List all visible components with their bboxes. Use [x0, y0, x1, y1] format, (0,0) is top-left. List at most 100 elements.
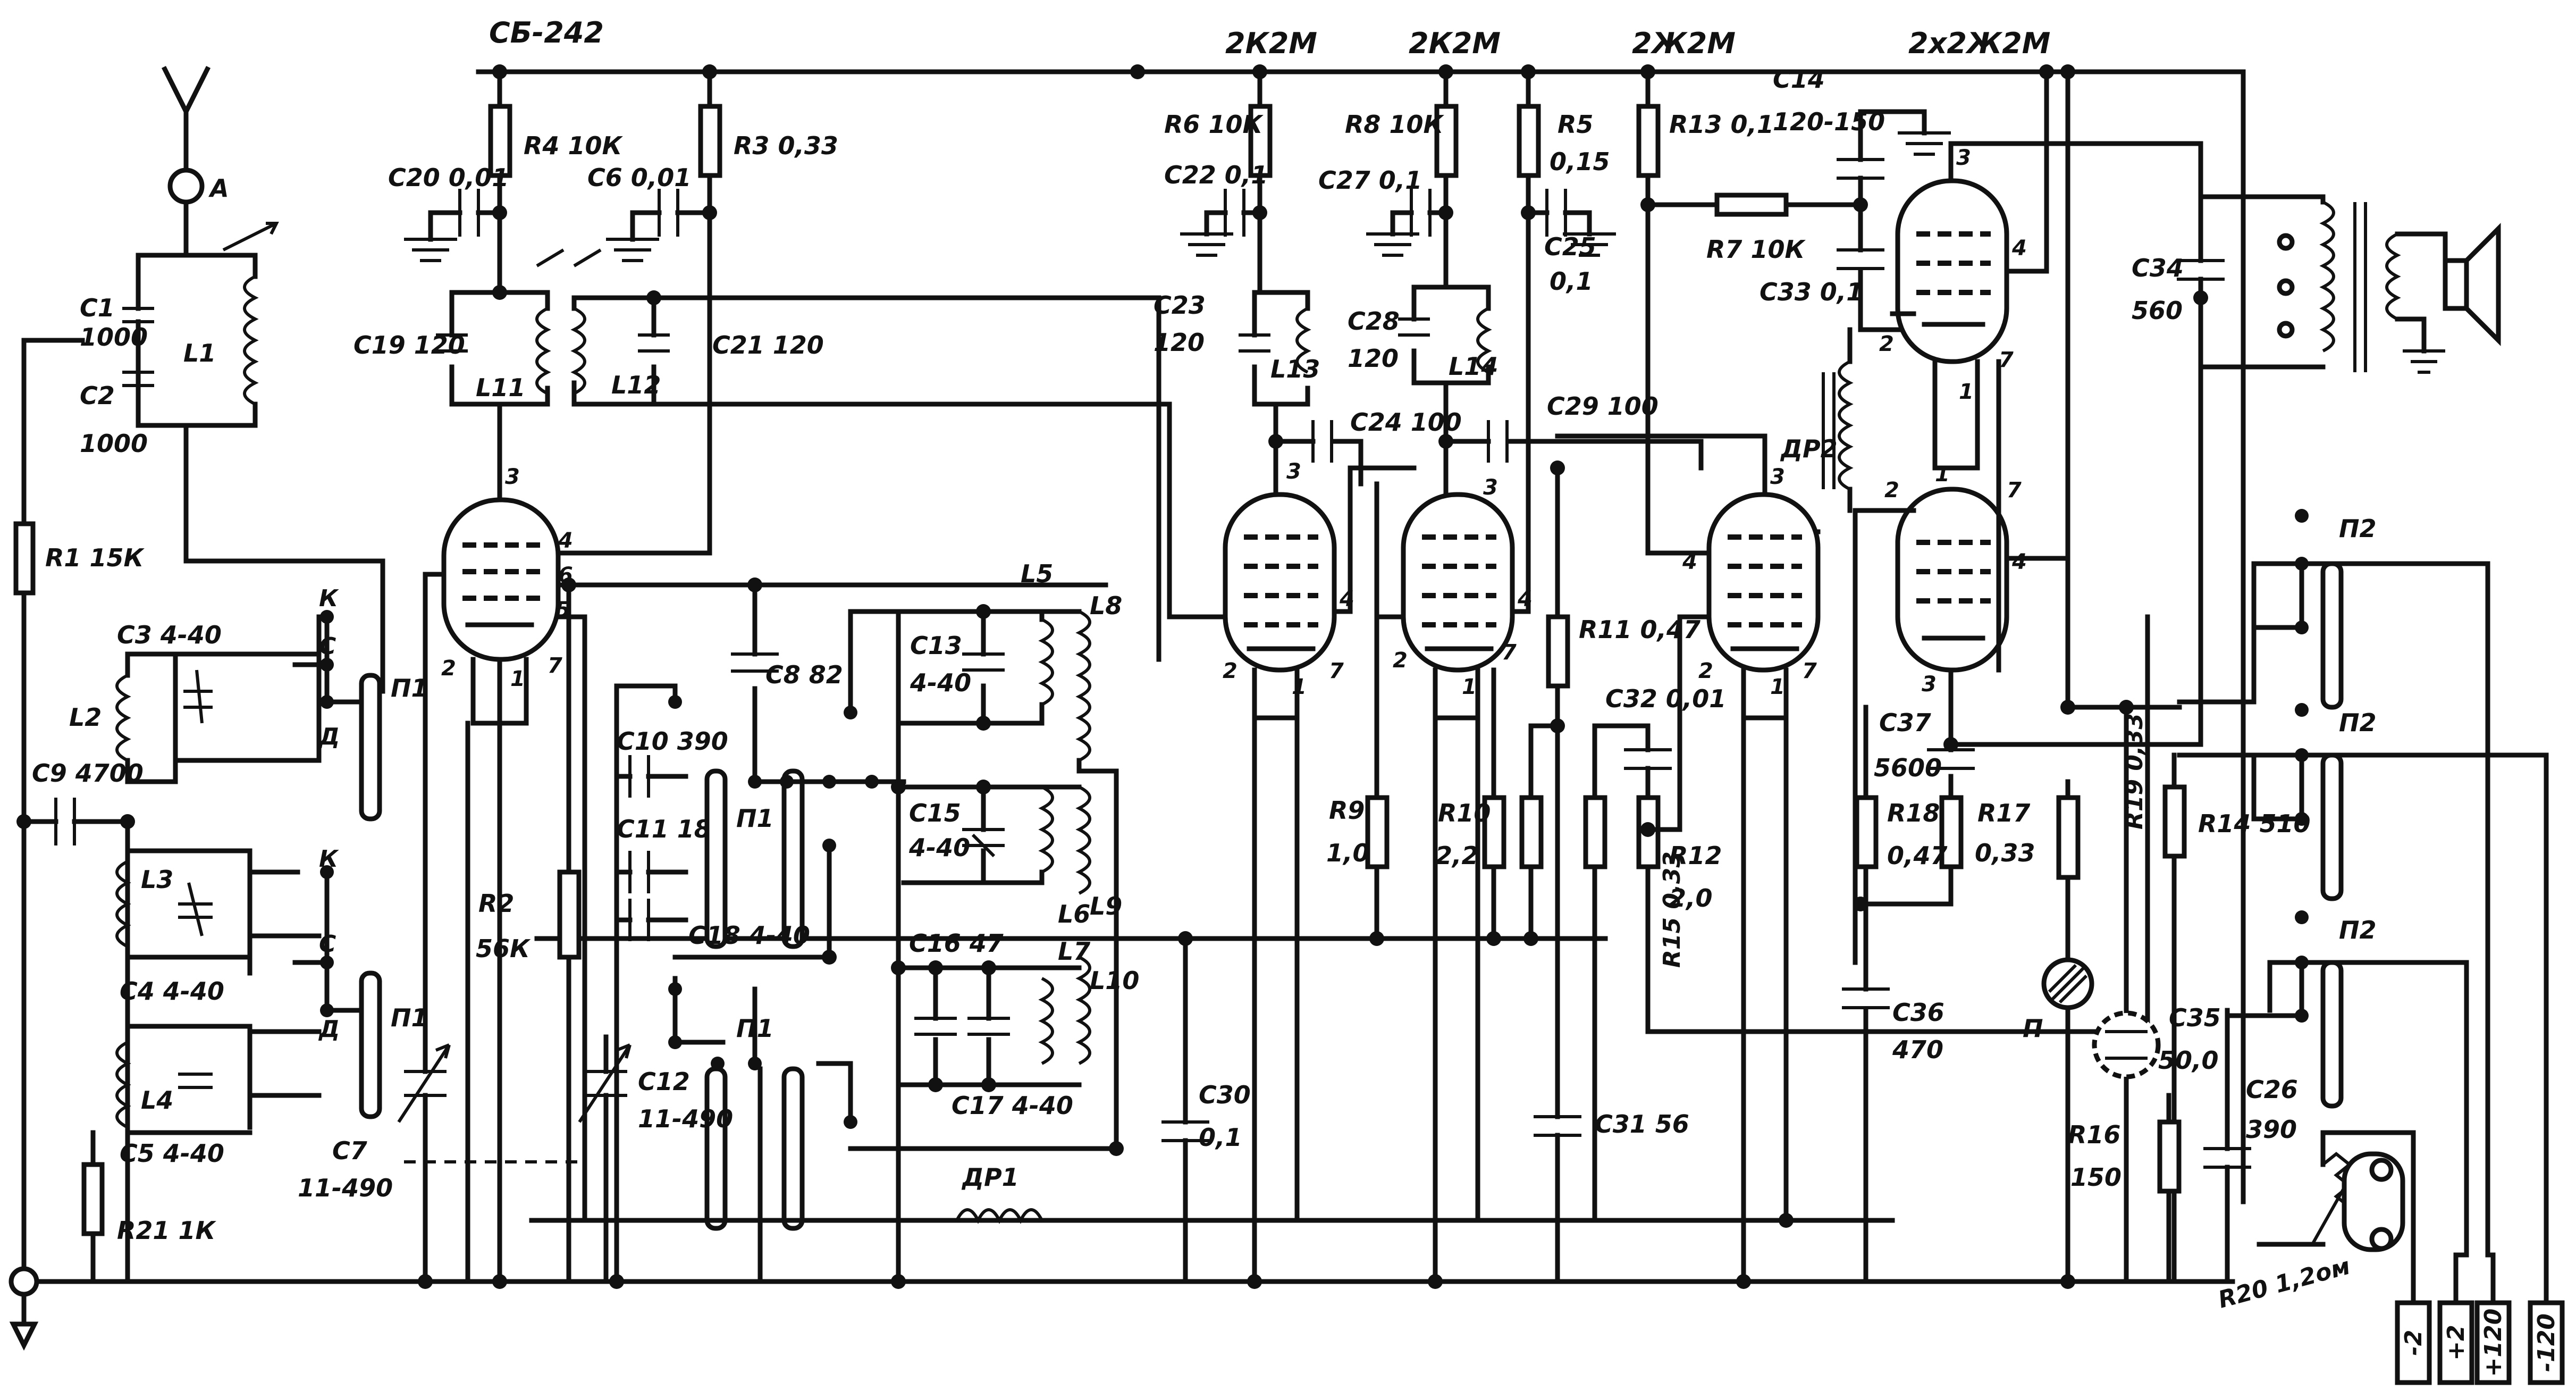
- c32-label: C32 0,01: [1605, 684, 1726, 713]
- r5-value: 0,15: [1550, 147, 1610, 176]
- tube-2x2zh2m: 2х2Ж2М 3 4 2 1 7 1 2 7 4 3: [1853, 27, 2203, 965]
- t4-pin7: 7: [1802, 659, 1817, 683]
- c31-label: C31 56: [1595, 1110, 1689, 1138]
- t2-pin3: 3: [1286, 459, 1301, 484]
- tube1-plate-circuit: R4 10К C20 0,01 C19 120 L11 L12 C21 120: [353, 69, 1172, 662]
- t1-pin4: 4: [558, 529, 573, 553]
- dr1-label: ДР1: [961, 1163, 1019, 1192]
- r17-value: 0,33: [1975, 839, 2035, 867]
- antenna-terminal: [167, 168, 205, 205]
- oscillator-section: C8 82 C10 390 C11 180 П1 C18 4-40 П1: [578, 582, 1119, 1284]
- tube1-label: СБ-242: [489, 16, 604, 49]
- r21: R21 1К: [81, 1130, 216, 1284]
- c36-label: C36: [1892, 998, 1944, 1027]
- choke-dr2: ДР2: [1780, 327, 1854, 513]
- tube-2k2m-if1: 2К2М R6 10К C22 0,1 L13 C24 100 C23 120 …: [1154, 27, 1462, 1284]
- r7-label: R7 10К: [1706, 235, 1806, 264]
- terminal-minus120: [2528, 1300, 2565, 1385]
- r20-label: R20 1,2ом: [2216, 1252, 2353, 1313]
- t5a-pin2: 2: [1879, 332, 1894, 356]
- antenna: А: [161, 65, 229, 258]
- c30-label: C30: [1199, 1081, 1251, 1109]
- r3-c6: R3 0,33 C6 0,01: [587, 69, 838, 262]
- c36-value: 470: [1892, 1035, 1943, 1064]
- c37-value: 5600: [1874, 753, 1942, 782]
- c19-label: C19 120: [353, 331, 465, 359]
- c27-label: C27 0,1: [1318, 166, 1422, 195]
- c2-value: 1000: [80, 429, 148, 458]
- c6-label: C6 0,01: [587, 163, 691, 192]
- c7-value: 11-490: [298, 1174, 393, 1202]
- l10-label: L10: [1090, 966, 1139, 995]
- c15-label: C15: [909, 799, 961, 827]
- choke-dr1: ДР1: [529, 1163, 1066, 1224]
- oscillator-coils: C13 4-40 L5 L8 C15 4-40 L6 L9 C16 47 C17…: [844, 559, 1139, 1284]
- c1-label: C1: [80, 294, 115, 322]
- power-switching: R19 0,33 П C35 50,0 R14 510 R16 150 C26 …: [2023, 69, 2549, 1314]
- c14-value: 120-150: [1773, 107, 1885, 136]
- c21-label: C21 120: [712, 331, 824, 359]
- l2-label: L2: [69, 703, 102, 732]
- sw-k2: К: [319, 845, 339, 873]
- t5a-pin3: 3: [1956, 146, 1971, 170]
- r6-label: R6 10К: [1164, 110, 1264, 139]
- c26-label: C26: [2246, 1075, 2298, 1104]
- r10-value: 2,2: [1435, 841, 1479, 870]
- l12-label: L12: [611, 371, 661, 399]
- t5b-pin2: 2: [1884, 478, 1899, 503]
- input-circuit-l1: C1 1000 C2 1000 L1: [80, 222, 385, 694]
- c34-value: 560: [2132, 296, 2183, 325]
- c28-value: 120: [1348, 344, 1399, 373]
- r5-label: R5: [1558, 110, 1593, 139]
- c4-label: C4 4-40: [120, 977, 224, 1006]
- terminal-label-2: +2: [2443, 1325, 2470, 1360]
- c34-label: C34: [2132, 254, 2184, 282]
- l4-label: L4: [141, 1086, 173, 1115]
- c35-label: C35: [2169, 1003, 2221, 1032]
- c14-c33: C14 120-150 C33 0,1: [1760, 65, 1951, 332]
- c29-label: C29 100: [1547, 392, 1659, 421]
- tube3-label: 2К2М: [1409, 27, 1501, 60]
- tube2-label: 2К2М: [1225, 27, 1317, 60]
- antenna-label: А: [208, 174, 229, 203]
- r4-label: R4 10К: [524, 131, 623, 160]
- r11-label: R11 0,47: [1579, 615, 1701, 644]
- lamp-label: П: [2023, 1014, 2043, 1043]
- r17-label: R17: [1977, 799, 2030, 827]
- c30: C30 0,1: [1161, 936, 1251, 1284]
- r18-label: R18: [1887, 799, 1940, 827]
- c5-label: C5 4-40: [120, 1139, 224, 1168]
- p2-label-b: П2: [2339, 708, 2377, 737]
- r10-label: R10: [1438, 799, 1491, 827]
- t1-pin7: 7: [548, 654, 562, 678]
- t5b-pin7: 7: [2007, 478, 2022, 503]
- t5a-pin7: 7: [1999, 348, 2014, 372]
- c3-label: C3 4-40: [117, 621, 222, 649]
- c12-label: C12: [638, 1067, 690, 1096]
- l14-label: L14: [1449, 352, 1498, 381]
- t1-pin3: 3: [505, 465, 520, 489]
- l1-label: L1: [183, 339, 216, 367]
- c13-value: 4-40: [910, 668, 971, 697]
- t5b-pin4: 4: [2011, 550, 2027, 574]
- band-switch-p1-input: К С Д К С Д П1 П1: [292, 585, 428, 1119]
- c10-label: C10 390: [617, 727, 728, 756]
- r9-label: R9: [1329, 796, 1365, 825]
- c37-label: C37: [1879, 708, 1931, 737]
- c7: C7 11-490: [298, 572, 585, 1284]
- t3-pin7: 7: [1502, 640, 1517, 665]
- c33-label: C33 0,1: [1760, 278, 1863, 306]
- l5-label: L5: [1021, 559, 1053, 588]
- terminal-label-3: +120: [2480, 1309, 2507, 1377]
- r13-label: R13 0,1: [1669, 110, 1774, 139]
- t3-pin2: 2: [1393, 648, 1408, 673]
- t5a-pin4: 4: [2011, 236, 2027, 261]
- r21-label: R21 1К: [117, 1216, 216, 1245]
- c28-label: C28: [1348, 307, 1400, 336]
- r5-c25: R5 0,15 C25 0,1: [1517, 69, 1616, 296]
- c1-value: 1000: [80, 323, 148, 351]
- r12-label: R12: [1669, 841, 1722, 870]
- p1-label-d: П1: [736, 1014, 774, 1043]
- c14-label: C14: [1773, 65, 1825, 94]
- tube-2zh2m: 2Ж2М R13 0,1 R7 10К 3 4 2 1 7: [1555, 27, 1863, 1284]
